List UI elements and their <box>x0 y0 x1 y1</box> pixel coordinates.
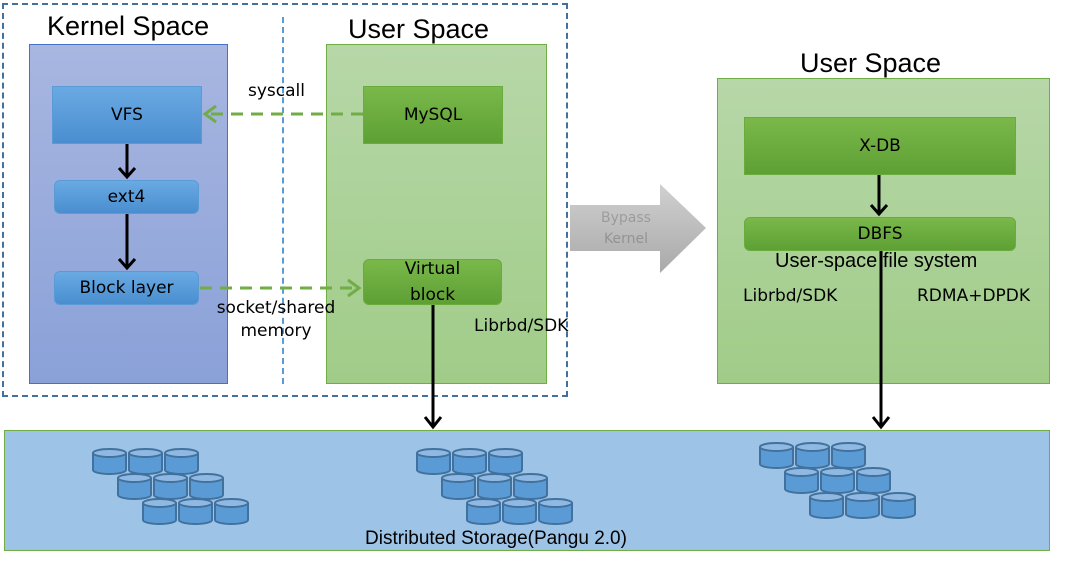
distributed-storage-label: Distributed Storage(Pangu 2.0) <box>365 528 627 549</box>
kernel-space-title: Kernel Space <box>47 11 210 41</box>
block-layer-box[interactable]: Block layer <box>54 271 199 305</box>
socket-shared-label-line2: memory <box>240 321 312 341</box>
mysql-box[interactable]: MySQL <box>363 86 503 144</box>
socket-shared-label: socket/shared memory <box>210 297 342 343</box>
virtual-block-box[interactable]: Virtual block <box>363 259 502 305</box>
kernel-user-divider <box>282 17 284 384</box>
librbd-sdk-label-left: Librbd/SDK <box>474 316 569 336</box>
dbfs-box[interactable]: DBFS <box>744 217 1016 251</box>
bypass-label-line2: Kernel <box>604 231 648 247</box>
rdma-dpdk-label: RDMA+DPDK <box>917 286 1031 306</box>
user-space-title-left: User Space <box>348 14 490 44</box>
arrowhead-virtual-block-to-storage <box>423 416 443 430</box>
user-space-title-right: User Space <box>800 48 942 78</box>
vfs-box[interactable]: VFS <box>52 86 202 144</box>
ext4-box[interactable]: ext4 <box>54 180 199 214</box>
arrowhead-dbfs-to-storage <box>871 416 891 430</box>
bypass-kernel-label: Bypass Kernel <box>590 208 662 250</box>
bypass-label-line1: Bypass <box>601 210 651 226</box>
dbfs-caption: User-space file system <box>775 250 978 272</box>
socket-shared-label-line1: socket/shared <box>216 298 336 318</box>
librbd-sdk-label-right: Librbd/SDK <box>743 286 838 306</box>
xdb-box[interactable]: X-DB <box>744 117 1016 175</box>
left-architecture-frame <box>2 3 568 397</box>
syscall-label: syscall <box>248 81 305 101</box>
